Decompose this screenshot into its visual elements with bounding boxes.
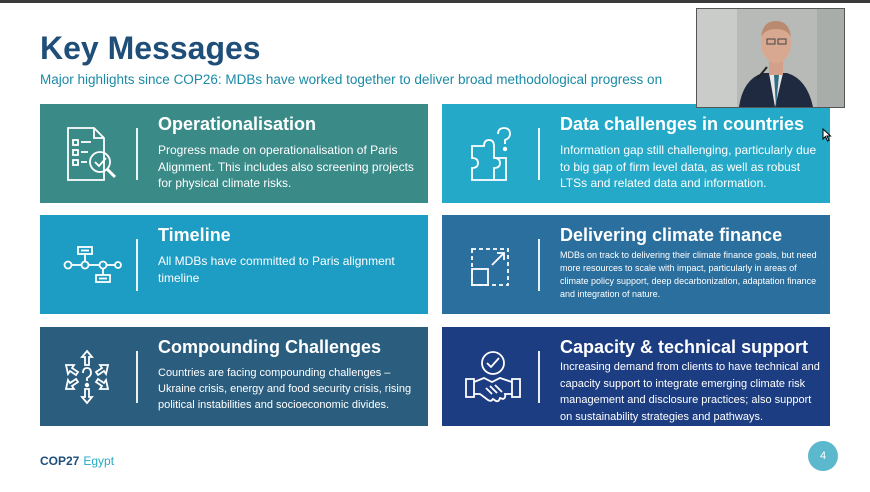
card-body: Information gap still challenging, parti… — [560, 143, 817, 190]
card-body: MDBs on track to delivering their climat… — [560, 250, 817, 299]
slide-subtitle: Major highlights since COP26: MDBs have … — [40, 72, 663, 87]
card-capacity-technical-support: Capacity & technical support Increasing … — [442, 327, 830, 426]
slide-title: Key Messages — [40, 30, 261, 66]
card-title: Timeline — [158, 225, 231, 245]
card-title: Compounding Challenges — [158, 337, 381, 357]
page-number-badge: 4 — [808, 441, 838, 471]
card-body: All MDBs have committed to Paris alignme… — [158, 254, 395, 285]
card-divider — [136, 351, 138, 403]
multi-direction-arrows-icon — [60, 347, 122, 407]
card-divider — [136, 239, 138, 291]
card-delivering-climate-finance: Delivering climate finance MDBs on track… — [442, 215, 830, 314]
card-title: Data challenges in countries — [560, 114, 805, 134]
document-checklist-icon — [60, 124, 122, 184]
timeline-icon — [60, 235, 122, 295]
card-divider — [538, 239, 540, 291]
card-divider — [538, 128, 540, 180]
card-title: Operationalisation — [158, 114, 317, 134]
footer-brand-name: COP27 — [40, 454, 80, 468]
card-data-challenges: Data challenges in countries Information… — [442, 104, 830, 203]
footer-location: Egypt — [83, 454, 115, 468]
top-border — [0, 0, 870, 3]
card-timeline: Timeline All MDBs have committed to Pari… — [40, 215, 428, 314]
card-operationalisation: Operationalisation Progress made on oper… — [40, 104, 428, 203]
card-title: Capacity & technical support — [560, 337, 809, 357]
mouse-cursor-icon — [822, 128, 832, 142]
card-title: Delivering climate finance — [560, 225, 783, 245]
card-compounding-challenges: Compounding Challenges Countries are fac… — [40, 327, 428, 426]
card-divider — [538, 351, 540, 403]
card-body: Progress made on operationalisation of P… — [158, 143, 414, 190]
card-divider — [136, 128, 138, 180]
scale-up-icon — [462, 235, 524, 295]
card-body: Countries are facing compounding challen… — [158, 367, 412, 411]
speaker-video-image — [697, 9, 844, 107]
card-body: Increasing demand from clients to have t… — [560, 361, 820, 423]
speaker-video-thumbnail[interactable] — [696, 8, 845, 108]
puzzle-question-icon — [462, 124, 524, 184]
handshake-check-icon — [462, 347, 524, 407]
